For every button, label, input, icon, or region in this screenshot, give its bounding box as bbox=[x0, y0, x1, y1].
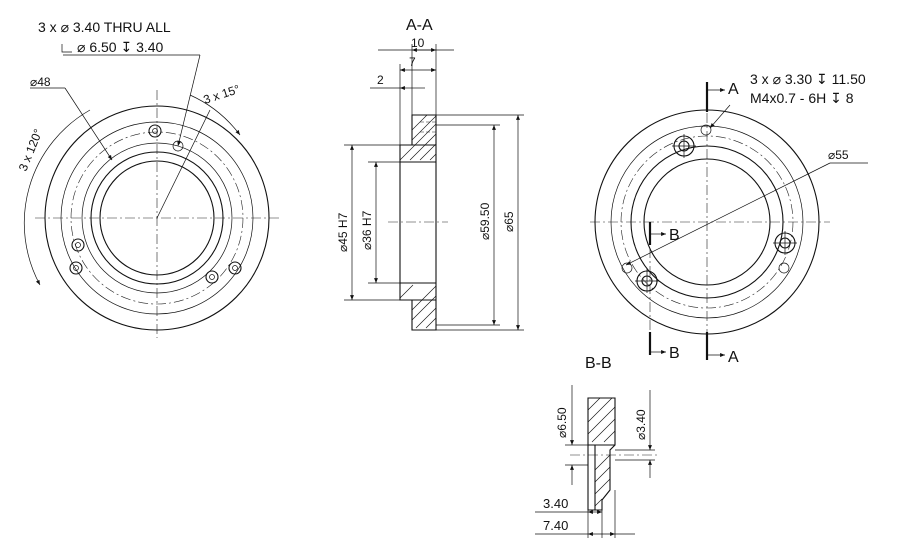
back-view bbox=[590, 82, 868, 360]
hole-right bbox=[205, 261, 242, 284]
section-aa-dia-65: ⌀65 bbox=[502, 211, 516, 232]
section-bb-title: B-B bbox=[585, 355, 612, 372]
back-callout-line2: M4x0.7 - 6H ↧ 8 bbox=[750, 90, 854, 106]
front-callout-line1: 3 x ⌀ 3.40 THRU ALL bbox=[38, 19, 171, 35]
cut-label-a-bottom: A bbox=[728, 349, 739, 366]
section-aa-dia-5950: ⌀59.50 bbox=[478, 202, 492, 240]
section-aa-dim-2: 2 bbox=[377, 73, 384, 87]
section-aa-dim-7: 7 bbox=[409, 55, 416, 69]
threaded-hole-top bbox=[672, 134, 696, 158]
cut-label-b-bottom: B bbox=[669, 345, 680, 362]
section-aa-dim-10: 10 bbox=[411, 36, 425, 50]
threaded-hole-left bbox=[635, 269, 659, 293]
hole-top bbox=[148, 124, 162, 138]
front-view bbox=[23, 44, 280, 338]
front-callout-line2: ⌀ 6.50 ↧ 3.40 bbox=[77, 39, 164, 55]
section-aa-dia-36: ⌀36 H7 bbox=[360, 210, 374, 250]
hole-left bbox=[69, 238, 85, 275]
front-dia-48: ⌀48 bbox=[30, 75, 51, 89]
section-bb-hatch bbox=[587, 397, 616, 507]
front-angle-15: 3 x 15° bbox=[202, 82, 242, 107]
section-bb-dim-340: 3.40 bbox=[543, 496, 568, 511]
section-aa-title: A-A bbox=[406, 17, 433, 34]
section-bb-dia-650: ⌀6.50 bbox=[555, 407, 569, 438]
front-angle-120: 3 x 120° bbox=[16, 127, 46, 173]
cut-label-a-top: A bbox=[728, 81, 739, 98]
section-bb-view bbox=[535, 385, 660, 538]
section-bb-dia-340: ⌀3.40 bbox=[634, 409, 648, 440]
section-aa-view bbox=[344, 44, 524, 331]
back-callout-line1: 3 x ⌀ 3.30 ↧ 11.50 bbox=[750, 71, 866, 87]
section-bb-dim-740: 7.40 bbox=[543, 518, 568, 533]
section-aa-hatch bbox=[399, 114, 437, 329]
section-aa-dia-45: ⌀45 H7 bbox=[336, 212, 350, 252]
cut-label-b-top: B bbox=[669, 227, 680, 244]
back-dia-55: ⌀55 bbox=[828, 148, 849, 162]
threaded-hole-right bbox=[773, 231, 797, 255]
